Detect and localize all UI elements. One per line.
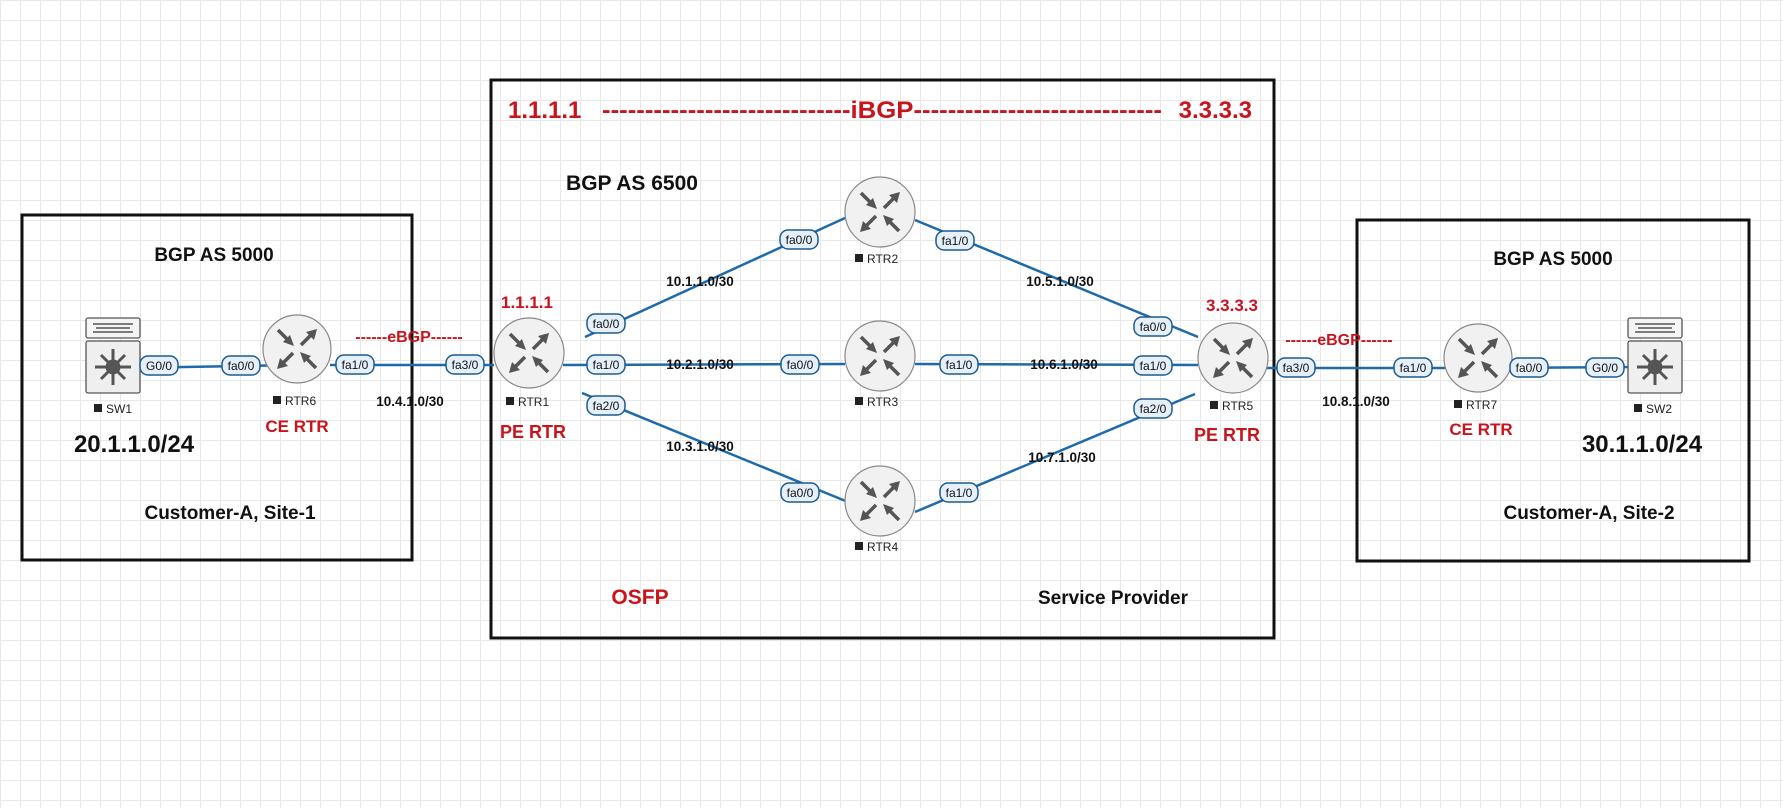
subnet-rtr5-rtr7: 10.8.1.0/30 xyxy=(1322,394,1390,409)
subnet-rtr3-rtr5: 10.6.1.0/30 xyxy=(1030,357,1098,372)
switch-arrows-icon xyxy=(1637,349,1673,385)
iface-rtr5-fa10[interactable]: fa1/0 xyxy=(1133,355,1173,376)
ibgp-left-id: 1.1.1.1 xyxy=(508,97,581,124)
igp-label: OSFP xyxy=(611,586,668,609)
ibgp-line: -----------------------------iBGP-------… xyxy=(602,97,1162,124)
svg-text:fa0/0: fa0/0 xyxy=(1140,320,1167,334)
subnet-rtr1-rtr2: 10.1.1.0/30 xyxy=(666,274,734,289)
customer-site-2-zone xyxy=(1355,218,1751,563)
rtr1-role: PE RTR xyxy=(500,422,566,442)
iface-rtr4-fa00[interactable]: fa0/0 xyxy=(780,482,820,503)
svg-text:fa1/0: fa1/0 xyxy=(946,486,973,500)
rtr1-label: RTR1 xyxy=(518,395,549,409)
iface-rtr4-fa10[interactable]: fa1/0 xyxy=(939,482,979,503)
iface-rtr3-fa10[interactable]: fa1/0 xyxy=(939,354,979,375)
svg-text:fa0/0: fa0/0 xyxy=(228,359,255,373)
router-rtr1[interactable] xyxy=(493,317,565,389)
sw2-label: SW2 xyxy=(1646,402,1672,416)
rtr6-label: RTR6 xyxy=(285,394,316,408)
svg-text:fa1/0: fa1/0 xyxy=(342,358,369,372)
service-provider-zone xyxy=(489,78,1276,640)
rtr4-label: RTR4 xyxy=(867,540,898,554)
svg-text:fa1/0: fa1/0 xyxy=(946,358,973,372)
svg-text:fa3/0: fa3/0 xyxy=(452,358,479,372)
right-site-label: Customer-A, Site-2 xyxy=(1503,503,1674,524)
subnet-rtr2-rtr5: 10.5.1.0/30 xyxy=(1026,274,1094,289)
left-as-label: BGP AS 5000 xyxy=(154,245,273,266)
ebgp-left-label: ------eBGP------ xyxy=(355,329,463,346)
subnet-rtr6-rtr1: 10.4.1.0/30 xyxy=(376,394,444,409)
iface-rtr1-fa10[interactable]: fa1/0 xyxy=(586,354,626,375)
right-network: 30.1.1.0/24 xyxy=(1582,431,1703,458)
left-site-label: Customer-A, Site-1 xyxy=(144,503,315,524)
svg-text:G0/0: G0/0 xyxy=(1592,361,1618,375)
iface-rtr1-fa00[interactable]: fa0/0 xyxy=(586,313,626,334)
iface-rtr5-fa20[interactable]: fa2/0 xyxy=(1133,398,1173,419)
rtr7-label: RTR7 xyxy=(1466,398,1497,412)
svg-text:fa1/0: fa1/0 xyxy=(1140,359,1167,373)
iface-sw2-g00[interactable]: G0/0 xyxy=(1585,357,1625,378)
svg-text:fa0/0: fa0/0 xyxy=(593,317,620,331)
router-rtr7[interactable] xyxy=(1443,323,1513,393)
svg-text:fa0/0: fa0/0 xyxy=(786,233,813,247)
rtr5-role: PE RTR xyxy=(1194,425,1260,445)
rtr3-label: RTR3 xyxy=(867,395,898,409)
rtr2-label: RTR2 xyxy=(867,252,898,266)
provider-label: Service Provider xyxy=(1038,588,1189,609)
iface-rtr6-fa10[interactable]: fa1/0 xyxy=(335,354,375,375)
sw1-label: SW1 xyxy=(106,402,132,416)
iface-rtr5-fa30[interactable]: fa3/0 xyxy=(1276,357,1316,378)
rtr1-router-id: 1.1.1.1 xyxy=(501,293,553,312)
switch-arrows-icon xyxy=(95,349,131,385)
iface-sw1-g00[interactable]: G0/0 xyxy=(139,355,179,376)
rtr7-role: CE RTR xyxy=(1449,420,1512,439)
iface-rtr7-fa00[interactable]: fa0/0 xyxy=(1509,357,1549,378)
iface-rtr1-fa20[interactable]: fa2/0 xyxy=(586,395,626,416)
switch-sw1[interactable] xyxy=(85,317,141,394)
subnet-labels: 10.4.1.0/30 10.1.1.0/30 10.2.1.0/30 10.3… xyxy=(376,274,1390,465)
svg-text:fa0/0: fa0/0 xyxy=(1516,361,1543,375)
ibgp-right-id: 3.3.3.3 xyxy=(1179,97,1252,124)
left-network: 20.1.1.0/24 xyxy=(74,431,195,458)
router-rtr5[interactable] xyxy=(1197,322,1269,394)
svg-text:fa0/0: fa0/0 xyxy=(787,486,814,500)
right-as-label: BGP AS 5000 xyxy=(1493,249,1612,270)
switch-sw2[interactable] xyxy=(1627,317,1683,394)
subnet-rtr4-rtr5: 10.7.1.0/30 xyxy=(1028,450,1096,465)
iface-rtr7-fa10[interactable]: fa1/0 xyxy=(1393,357,1433,378)
interface-tags: G0/0 fa0/0 fa1/0 fa3/0 fa0/0 fa1/0 fa2/0… xyxy=(139,229,1625,503)
router-rtr3[interactable] xyxy=(844,320,916,392)
rtr6-role: CE RTR xyxy=(265,417,328,436)
iface-rtr5-fa00[interactable]: fa0/0 xyxy=(1133,316,1173,337)
svg-text:fa1/0: fa1/0 xyxy=(1400,361,1427,375)
rtr5-router-id: 3.3.3.3 xyxy=(1206,296,1258,315)
iface-rtr2-fa00[interactable]: fa0/0 xyxy=(779,229,819,250)
svg-text:fa0/0: fa0/0 xyxy=(787,358,814,372)
iface-rtr1-fa30[interactable]: fa3/0 xyxy=(445,354,485,375)
subnet-rtr1-rtr4: 10.3.1.0/30 xyxy=(666,439,734,454)
svg-text:fa1/0: fa1/0 xyxy=(942,234,969,248)
iface-rtr2-fa10[interactable]: fa1/0 xyxy=(935,230,975,251)
rtr5-label: RTR5 xyxy=(1222,399,1253,413)
customer-site-1-zone xyxy=(20,213,414,562)
svg-text:fa2/0: fa2/0 xyxy=(593,399,620,413)
ebgp-right-label: ------eBGP------ xyxy=(1285,332,1393,349)
svg-text:fa2/0: fa2/0 xyxy=(1140,402,1167,416)
iface-rtr6-fa00[interactable]: fa0/0 xyxy=(221,355,261,376)
svg-text:fa3/0: fa3/0 xyxy=(1283,361,1310,375)
center-as-label: BGP AS 6500 xyxy=(566,172,698,195)
svg-text:fa1/0: fa1/0 xyxy=(593,358,620,372)
subnet-rtr1-rtr3: 10.2.1.0/30 xyxy=(666,357,734,372)
svg-text:G0/0: G0/0 xyxy=(146,359,172,373)
router-rtr4[interactable] xyxy=(844,465,916,537)
iface-rtr3-fa00[interactable]: fa0/0 xyxy=(780,354,820,375)
router-rtr2[interactable] xyxy=(844,176,916,248)
router-rtr6[interactable] xyxy=(262,314,332,384)
